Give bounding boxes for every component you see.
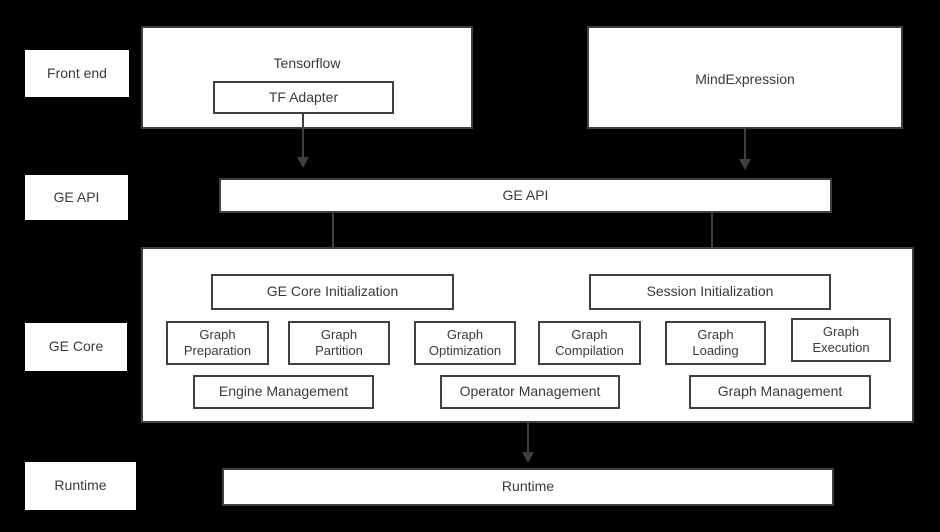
module-graph-partition[interactable]: Graph Partition (288, 321, 390, 365)
arrow-tf-adapter-to-ge-api-head (297, 157, 309, 168)
arrow-mindexpression-to-ge-api-line (744, 129, 746, 161)
tf-adapter-box[interactable]: TF Adapter (213, 81, 394, 114)
arrow-ge-api-to-core-init-line (332, 213, 334, 261)
module-graph-optimization[interactable]: Graph Optimization (414, 321, 516, 365)
ge-core-initialization-box[interactable]: GE Core Initialization (211, 274, 454, 310)
manager-engine-management[interactable]: Engine Management (193, 375, 374, 409)
rail-label-ge-core: GE Core (25, 323, 127, 371)
module-graph-compilation[interactable]: Graph Compilation (538, 321, 641, 365)
module-graph-execution[interactable]: Graph Execution (791, 318, 891, 362)
module-graph-preparation[interactable]: Graph Preparation (166, 321, 269, 365)
mindexpression-title: MindExpression (695, 71, 795, 87)
arrow-tf-adapter-to-ge-api-line (302, 114, 304, 159)
arrow-ge-api-to-session-init-line (711, 213, 713, 261)
arrow-ge-core-to-runtime-head (522, 452, 534, 463)
tensorflow-title: Tensorflow (273, 55, 341, 71)
session-initialization-box[interactable]: Session Initialization (589, 274, 831, 310)
runtime-bar[interactable]: Runtime (222, 468, 834, 506)
manager-graph-management[interactable]: Graph Management (689, 375, 871, 409)
rail-label-runtime: Runtime (25, 462, 136, 510)
arrow-mindexpression-to-ge-api-head (739, 159, 751, 170)
rail-label-front-end: Front end (25, 50, 129, 97)
arrow-ge-core-to-runtime-line (527, 423, 529, 453)
rail-label-ge-api: GE API (25, 175, 128, 220)
ge-api-bar[interactable]: GE API (219, 178, 832, 213)
mindexpression-container (587, 26, 903, 129)
module-graph-loading[interactable]: Graph Loading (665, 321, 766, 365)
manager-operator-management[interactable]: Operator Management (440, 375, 620, 409)
